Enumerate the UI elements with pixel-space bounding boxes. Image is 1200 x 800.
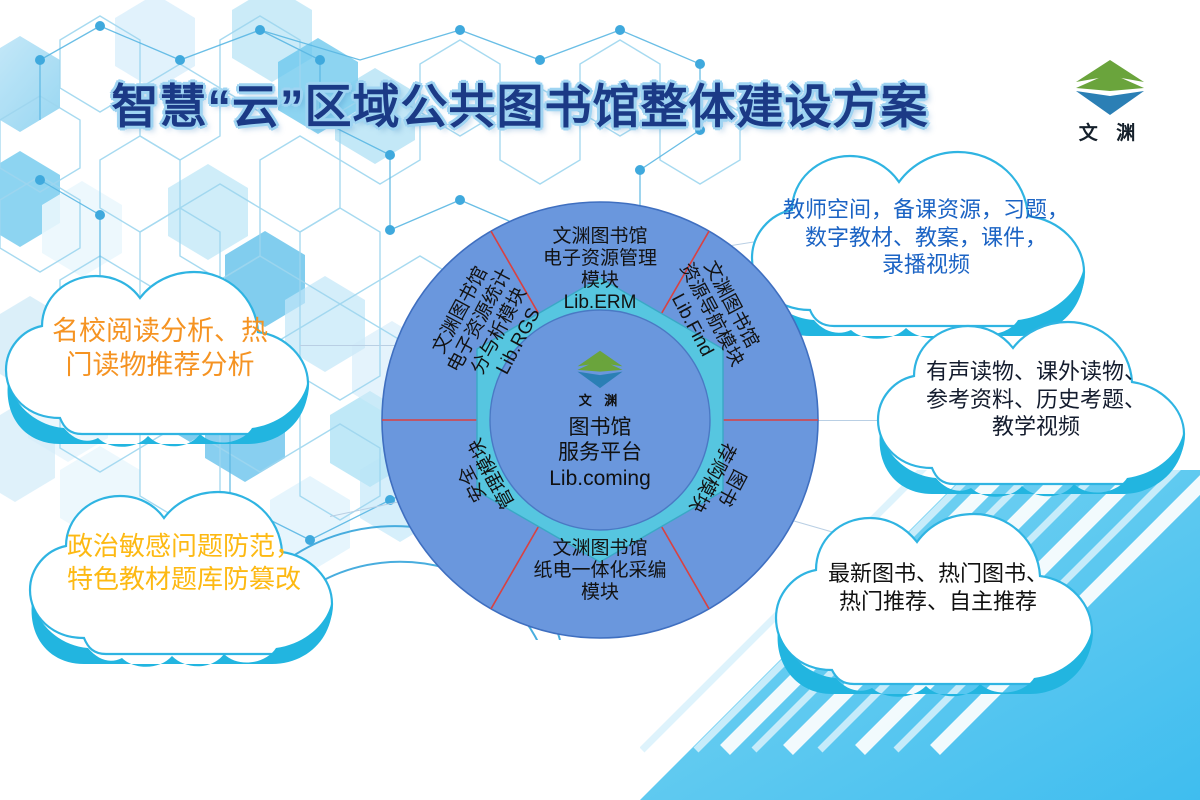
cloud-security-prevention[interactable]: 政治敏感问题防范， 特色教材题库防篡改 — [14, 478, 354, 668]
cloud-reading-materials[interactable]: 有声读物、课外读物、 参考资料、历史考题、 教学视频 — [862, 310, 1200, 498]
cloud-shape-icon — [774, 512, 1094, 697]
brand-logo: 文 渊 — [1050, 58, 1170, 154]
cloud-security-prevention-text: 政治敏感问题防范， 特色教材题库防篡改 — [66, 531, 301, 594]
cloud-shape-icon — [28, 490, 334, 667]
connector-right-mid — [780, 420, 910, 421]
cloud-teacher-resources-text: 教师空间，备课资源，习题， 数字教材、教案，课件， 录播视频 — [782, 197, 1069, 278]
cloud-book-recommendations[interactable]: 最新图书、热门图书、 热门推荐、自主推荐 — [760, 502, 1116, 702]
connector-left-top — [300, 345, 420, 346]
segment-catalog-label: 文渊图书馆 纸电一体化采编 模块 — [533, 538, 667, 604]
cloud-book-recommendations-text: 最新图书、热门图书、 热门推荐、自主推荐 — [827, 561, 1048, 614]
wheel-diagram-icon — [381, 201, 819, 639]
wenyuan-book-logo-icon — [1076, 60, 1144, 115]
cloud-reading-analysis[interactable]: 名校阅读分析、热 门读物推荐分析 — [0, 258, 330, 448]
cloud-reading-analysis-text: 名校阅读分析、热 门读物推荐分析 — [52, 316, 268, 381]
segment-erm-label: 文渊图书馆 电子资源管理 模块 Lib.ERM — [542, 226, 657, 314]
module-wheel[interactable]: 文渊图书馆 电子资源管理 模块 Lib.ERM 文渊图书馆 资源导航模块 Lib… — [378, 198, 822, 642]
cloud-shape-icon — [4, 270, 310, 447]
cloud-shape-icon — [876, 320, 1186, 497]
brand-logo-text: 文 渊 — [1078, 122, 1142, 144]
cloud-reading-materials-text: 有声读物、课外读物、 参考资料、历史考题、 教学视频 — [925, 359, 1146, 440]
